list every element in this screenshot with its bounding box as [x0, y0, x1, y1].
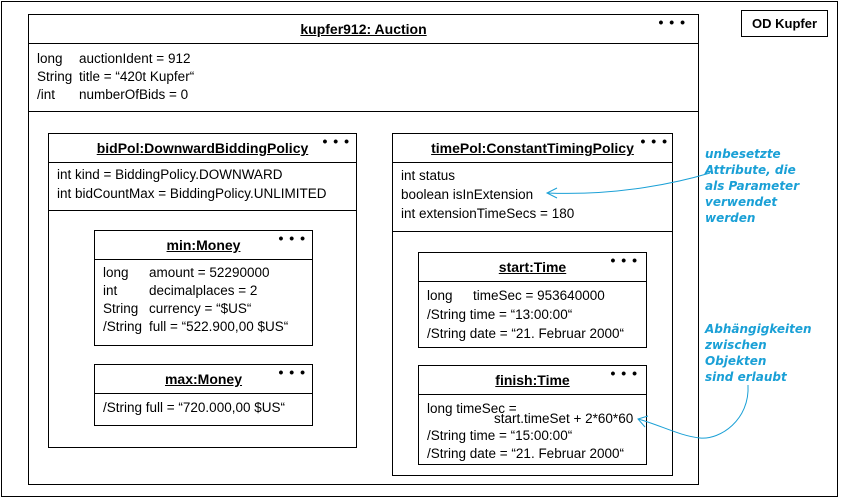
- start-attr-3: /String date = “21. Februar 2000“: [427, 326, 624, 341]
- auction-attr-separator: [29, 111, 698, 112]
- note-dependencies: Abhängigkeiten zwischen Objekten sind er…: [705, 322, 812, 384]
- timepol-title-separator: [393, 162, 672, 163]
- finish-more-icon[interactable]: • • •: [610, 365, 638, 381]
- max-more-icon[interactable]: • • •: [278, 364, 306, 380]
- timepol-more-icon[interactable]: • • •: [640, 133, 668, 149]
- bidpol-attr-separator: [49, 210, 356, 211]
- finish-attr-1-expression: start.timeSet + 2*60*60: [494, 411, 634, 426]
- bidpol-more-icon[interactable]: • • •: [322, 133, 350, 149]
- finish-title-separator: [419, 394, 646, 395]
- finish-attr-3: /String date = “21. Februar 2000“: [427, 446, 624, 461]
- diagram-tag: OD Kupfer: [741, 10, 828, 37]
- finish-attr-2: /String time = “15:00:00“: [427, 428, 573, 443]
- timepol-attr-2: boolean isInExtension: [401, 187, 534, 202]
- min-title-separator: [95, 259, 312, 260]
- min-title: min:Money: [166, 237, 241, 253]
- timepol-attr-3: int extensionTimeSecs = 180: [401, 206, 575, 221]
- timepol-attr-1: int status: [401, 168, 456, 183]
- max-money-object[interactable]: max:Money • • • /String full = “720.000,…: [94, 364, 313, 426]
- bidpol-attr-2: int bidCountMax = BiddingPolicy.UNLIMITE…: [57, 186, 327, 201]
- bidpol-title: bidPol:DownwardBiddingPolicy: [96, 140, 309, 156]
- finish-attr-1: long timeSec =: [427, 401, 517, 416]
- start-title: start:Time: [498, 259, 567, 275]
- bidpol-title-separator: [49, 162, 356, 163]
- auction-title: kupfer912: Auction: [300, 21, 427, 37]
- max-title: max:Money: [164, 371, 243, 387]
- note-unset-attributes: unbesetzte Attribute, die als Parameter …: [705, 147, 800, 225]
- note2-arrow-line: [637, 384, 749, 439]
- note1-arrow-head: [545, 187, 558, 199]
- finish-time-object[interactable]: finish:Time • • • long timeSec = start.t…: [418, 365, 647, 465]
- timepol-attr-separator: [393, 231, 672, 232]
- note2-arrow-head: [637, 415, 649, 428]
- auction-more-icon[interactable]: • • •: [658, 14, 686, 30]
- note1-arrow-line: [546, 172, 711, 194]
- max-title-separator: [95, 393, 312, 394]
- start-more-icon[interactable]: • • •: [610, 252, 638, 268]
- auction-title-separator: [29, 43, 698, 44]
- max-attr-1: /String full = “720.000,00 $US“: [103, 400, 285, 415]
- finish-title: finish:Time: [495, 372, 570, 388]
- start-title-separator: [419, 281, 646, 282]
- bidpol-attr-1: int kind = BiddingPolicy.DOWNWARD: [57, 167, 283, 182]
- min-more-icon[interactable]: • • •: [278, 230, 306, 246]
- start-attr-2: /String time = “13:00:00“: [427, 307, 573, 322]
- timepol-title: timePol:ConstantTimingPolicy: [431, 140, 634, 156]
